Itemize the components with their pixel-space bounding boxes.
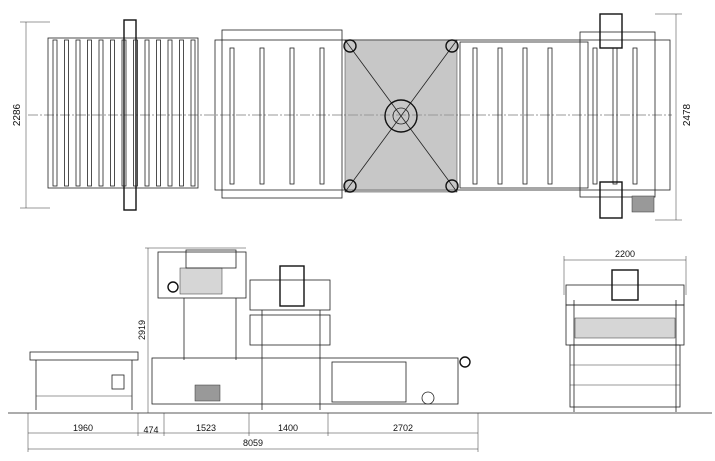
roller xyxy=(259,47,265,185)
press-frame-front xyxy=(249,265,331,410)
length-dimensions: 1960 474 1523 1400 2702 8059 xyxy=(27,413,479,452)
svg-text:2919: 2919 xyxy=(137,320,147,340)
dimension-2478: 2478 xyxy=(655,13,693,221)
svg-text:8059: 8059 xyxy=(243,438,263,448)
svg-text:1960: 1960 xyxy=(73,423,93,433)
infeed-conveyor-front xyxy=(29,351,139,410)
roller xyxy=(229,47,235,185)
roller xyxy=(522,47,528,185)
svg-text:1400: 1400 xyxy=(278,423,298,433)
roller xyxy=(179,39,184,187)
roller xyxy=(472,47,478,185)
roller xyxy=(133,39,138,187)
roller xyxy=(592,47,598,185)
roller xyxy=(319,47,325,185)
roller xyxy=(64,39,69,187)
roller xyxy=(632,47,638,185)
svg-text:474: 474 xyxy=(143,425,158,435)
roller xyxy=(156,39,161,187)
roller xyxy=(121,39,127,187)
roller xyxy=(75,39,81,187)
top-view: 2286 xyxy=(12,13,693,221)
dimension-2200: 2200 xyxy=(563,249,687,295)
main-machine-top xyxy=(214,13,671,219)
roller xyxy=(612,47,618,185)
roller xyxy=(110,39,115,187)
roller xyxy=(167,39,173,187)
roller xyxy=(87,39,92,187)
roller xyxy=(190,39,196,187)
side-view: 2200 xyxy=(563,249,687,412)
roller xyxy=(98,39,104,187)
machine-base-front xyxy=(151,356,471,405)
press-table xyxy=(343,39,459,193)
front-view: 2919 1960 474 1523 1400 2702 8059 xyxy=(8,247,712,452)
roller xyxy=(144,39,150,187)
dimension-2919: 2919 xyxy=(137,247,246,413)
infeed-roller-conveyor xyxy=(47,19,199,211)
roller xyxy=(497,47,503,185)
svg-text:2200: 2200 xyxy=(615,249,635,259)
hydraulic-unit xyxy=(157,249,247,360)
dimension-2286: 2286 xyxy=(12,21,50,209)
svg-text:1523: 1523 xyxy=(196,423,216,433)
roller xyxy=(289,47,295,185)
svg-text:2702: 2702 xyxy=(393,423,413,433)
roller xyxy=(52,39,58,187)
svg-text:2286: 2286 xyxy=(12,103,23,126)
svg-text:2478: 2478 xyxy=(682,103,693,126)
roller xyxy=(547,47,553,185)
